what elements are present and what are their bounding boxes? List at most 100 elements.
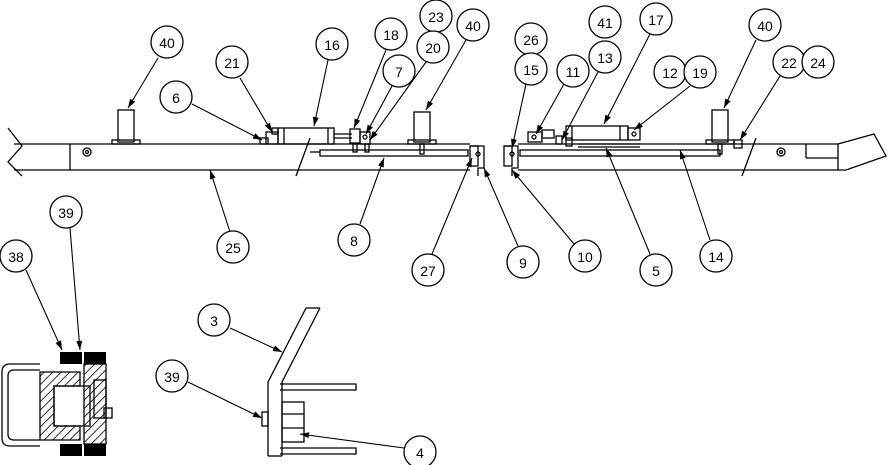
leader-arrowhead xyxy=(354,118,361,128)
callout-4: 4 xyxy=(299,432,437,465)
callout-label: 17 xyxy=(648,12,664,28)
leader-line xyxy=(353,49,387,129)
leader-arrowhead xyxy=(562,130,569,140)
callout-bubble xyxy=(556,54,590,88)
callout-label: 11 xyxy=(566,64,581,80)
callout-bubble xyxy=(374,17,408,51)
callout-39a: 39 xyxy=(49,195,83,351)
callout-label: 16 xyxy=(324,37,340,53)
callout-7: 7 xyxy=(365,54,416,135)
callout-21: 21 xyxy=(215,45,273,133)
callout-bubble xyxy=(506,245,540,279)
callout-label: 4 xyxy=(416,445,424,461)
callout-label: 23 xyxy=(428,9,444,25)
leader-line xyxy=(723,39,757,109)
callout-5: 5 xyxy=(605,147,673,287)
callout-label: 5 xyxy=(652,263,660,279)
leader-line xyxy=(511,83,527,149)
callout-label: 40 xyxy=(159,35,175,51)
leader-arrowhead xyxy=(272,345,282,352)
callout-bubble xyxy=(568,239,602,273)
callout-18: 18 xyxy=(353,17,408,129)
leader-line xyxy=(209,169,231,233)
leader-line xyxy=(359,157,385,225)
leader-arrowhead xyxy=(426,100,434,110)
leader-arrowhead xyxy=(209,170,216,180)
section-detail xyxy=(1,352,113,456)
callout-label: 27 xyxy=(420,263,436,279)
leader-arrowhead xyxy=(606,148,613,158)
leader-arrowhead xyxy=(512,170,521,179)
callout-25: 25 xyxy=(209,169,250,264)
callout-16: 16 xyxy=(312,27,349,127)
callout-bubble xyxy=(150,25,184,59)
callout-9: 9 xyxy=(483,167,540,279)
leader-line xyxy=(127,57,159,109)
callout-19: 19 xyxy=(633,55,717,131)
callout-label: 3 xyxy=(210,313,218,329)
leader-arrowhead xyxy=(300,432,310,439)
callout-label: 22 xyxy=(781,55,797,71)
callout-label: 13 xyxy=(597,50,613,66)
callout-12: 12 xyxy=(653,55,687,89)
callout-bubble xyxy=(748,8,782,42)
callout-bubble xyxy=(411,253,445,287)
callout-bubble xyxy=(159,80,193,114)
callout-label: 41 xyxy=(597,15,613,31)
leader-arrowhead xyxy=(128,98,136,108)
leader-line xyxy=(299,433,405,449)
leader-line xyxy=(425,39,467,111)
leader-line xyxy=(69,227,81,351)
callout-label: 39 xyxy=(164,369,180,385)
leader-arrowhead xyxy=(312,116,319,126)
callout-label: 14 xyxy=(708,249,724,265)
callout-38: 38 xyxy=(0,239,63,351)
callout-40c: 40 xyxy=(723,8,782,109)
leader-line xyxy=(633,85,691,131)
callout-bubble xyxy=(215,45,249,79)
leader-arrowhead xyxy=(366,124,373,134)
leader-line xyxy=(369,61,427,141)
leader-line xyxy=(187,381,263,419)
callout-bubble xyxy=(699,239,733,273)
callout-10: 10 xyxy=(511,169,602,273)
leader-arrowhead xyxy=(536,124,544,134)
callout-17: 17 xyxy=(603,2,673,125)
callout-label: 6 xyxy=(172,90,180,106)
leader-line xyxy=(739,75,781,141)
leader-arrowhead xyxy=(680,150,686,160)
callout-bubble xyxy=(588,5,622,39)
callout-label: 10 xyxy=(577,249,593,265)
leader-arrowhead xyxy=(634,122,643,130)
leader-arrowhead xyxy=(510,138,517,148)
leader-line xyxy=(605,147,651,255)
callout-bubble xyxy=(197,303,231,337)
callout-11: 11 xyxy=(535,54,590,135)
callout-label: 39 xyxy=(58,205,74,221)
callout-40a: 40 xyxy=(127,25,184,109)
leader-arrowhead xyxy=(465,158,472,168)
callout-label: 19 xyxy=(692,65,708,81)
callout-label: 12 xyxy=(662,65,678,81)
callout-bubble xyxy=(801,45,835,79)
leader-arrowhead xyxy=(264,122,272,132)
leader-line xyxy=(365,85,393,135)
leader-line xyxy=(603,33,651,125)
callout-26: 26 xyxy=(514,22,548,56)
leader-arrowhead xyxy=(378,158,384,168)
callout-39b: 39 xyxy=(155,359,263,419)
leader-arrowhead xyxy=(252,133,262,140)
callout-label: 15 xyxy=(523,62,539,78)
callout-bubble xyxy=(683,55,717,89)
callout-label: 38 xyxy=(8,249,24,265)
callout-14: 14 xyxy=(679,149,733,273)
callout-6: 6 xyxy=(159,80,263,141)
leader-line xyxy=(239,77,273,133)
leader-arrowhead xyxy=(604,114,611,124)
main-rail-assembly xyxy=(7,109,887,177)
bracket-detail xyxy=(261,307,357,457)
leader-line xyxy=(561,71,599,141)
leader-line xyxy=(229,327,283,353)
callout-label: 24 xyxy=(810,55,826,71)
